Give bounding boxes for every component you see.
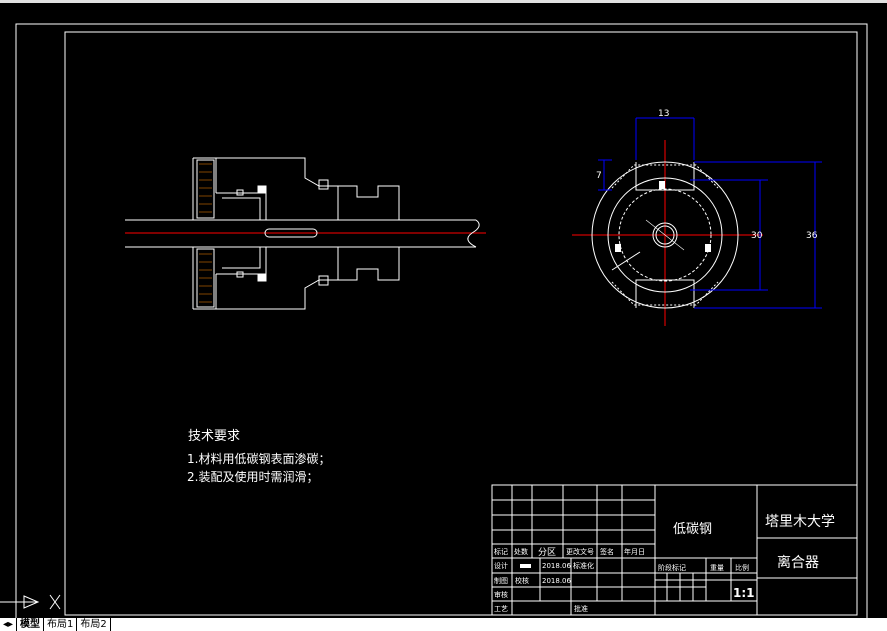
tab-nav-arrows[interactable]: ◂▸	[0, 618, 18, 631]
label-sign: 签名	[600, 547, 614, 556]
outer-ring	[591, 161, 739, 309]
dim-label-top: 13	[658, 109, 669, 119]
dim-label-left: 7	[596, 171, 602, 181]
tech-req-title: 技术要求	[188, 429, 240, 444]
label-check: 校核	[515, 576, 529, 585]
middle-ring	[607, 177, 723, 293]
label-date: 年月日	[624, 547, 645, 556]
tab-layout1[interactable]: 布局1	[44, 618, 78, 631]
ucs-icon	[0, 594, 61, 610]
dim-line-inner	[690, 179, 768, 291]
draw-date: 2018.06	[542, 577, 571, 585]
hub-lower-inner	[196, 248, 215, 308]
label-zone: 分区	[538, 547, 556, 558]
tab-layout2[interactable]: 布局2	[77, 618, 111, 631]
tech-req-item-2: 2.装配及使用时需润滑；	[187, 469, 318, 484]
dim-line-left	[598, 159, 612, 191]
part-name: 离合器	[777, 554, 819, 571]
university-name: 塔里木大学	[765, 514, 835, 530]
tab-model[interactable]: 模型	[17, 618, 45, 631]
label-draw: 制图	[494, 576, 508, 585]
drawing-canvas[interactable]: 13 7 30 36 技术要求 1.材料用低碳钢表面渗碳； 2.装配及使用时需润…	[0, 0, 887, 618]
dim-line-top	[635, 117, 695, 160]
scale-value: 1:1	[733, 586, 755, 600]
material-label: 低碳钢	[673, 522, 712, 537]
label-design: 设计	[494, 561, 508, 570]
label-stage-mark: 阶段标记	[658, 563, 686, 572]
label-change-doc: 更改文号	[566, 547, 594, 556]
dim-line-outer	[694, 161, 822, 309]
window-top-strip	[0, 0, 887, 3]
label-standardize: 标准化	[573, 561, 594, 570]
label-review: 审核	[494, 590, 508, 599]
label-count: 处数	[514, 547, 528, 556]
label-approve: 批准	[574, 604, 588, 613]
label-weight: 重量	[710, 564, 724, 572]
design-date: 2018.06	[542, 562, 571, 570]
tech-req-item-1: 1.材料用低碳钢表面渗碳；	[187, 451, 330, 466]
hub-upper-inner	[196, 159, 215, 219]
label-scale: 比例	[735, 563, 749, 572]
bore-outer	[652, 222, 678, 248]
label-mark: 标记	[494, 547, 508, 556]
dim-label-inner: 30	[751, 231, 763, 241]
inner-frame	[64, 31, 858, 616]
shaft-break-line	[467, 219, 480, 248]
side-view	[572, 117, 822, 326]
bore-inner	[655, 225, 675, 245]
section-view	[125, 157, 486, 310]
outer-frame	[15, 23, 868, 618]
keyway-slot	[264, 228, 318, 238]
title-block	[491, 484, 858, 616]
dim-label-outer: 36	[806, 231, 818, 241]
label-process: 工艺	[494, 605, 508, 613]
